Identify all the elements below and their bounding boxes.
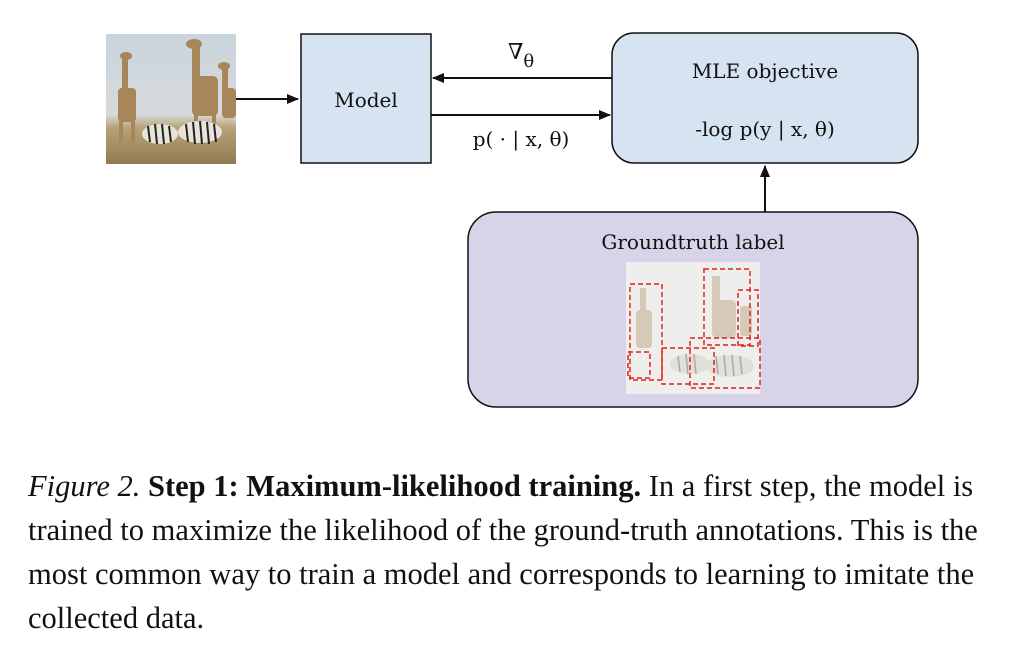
training-diagram: Model ∇θ p( · | x, θ) MLE objective -log… [106, 32, 919, 408]
forward-label: p( · | x, θ) [473, 127, 570, 152]
caption-bold-title: Step 1: Maximum-likelihood training. [148, 469, 642, 503]
objective-title: MLE objective [692, 59, 838, 83]
bbox-zebra-right [689, 337, 761, 389]
model-box: Model [300, 33, 432, 164]
bbox-zebra-middle [661, 347, 715, 385]
bbox-zebra-small [627, 351, 651, 379]
bbox-giraffe-right [737, 289, 759, 347]
objective-formula: -log p(y | x, θ) [695, 117, 835, 142]
groundtruth-title: Groundtruth label [601, 230, 784, 254]
gradient-label: ∇θ [508, 40, 534, 72]
figure-caption: Figure 2. Step 1: Maximum-likelihood tra… [28, 464, 998, 640]
model-label: Model [334, 88, 398, 112]
input-image [106, 34, 236, 164]
bbox-giraffe-center [703, 268, 751, 346]
figure-label: Figure 2. [28, 469, 141, 503]
objective-box: MLE objective -log p(y | x, θ) [611, 32, 919, 164]
groundtruth-image [626, 262, 761, 394]
bbox-giraffe-left [629, 283, 663, 381]
caption-body: In a first step, the model is trained to… [28, 469, 978, 635]
